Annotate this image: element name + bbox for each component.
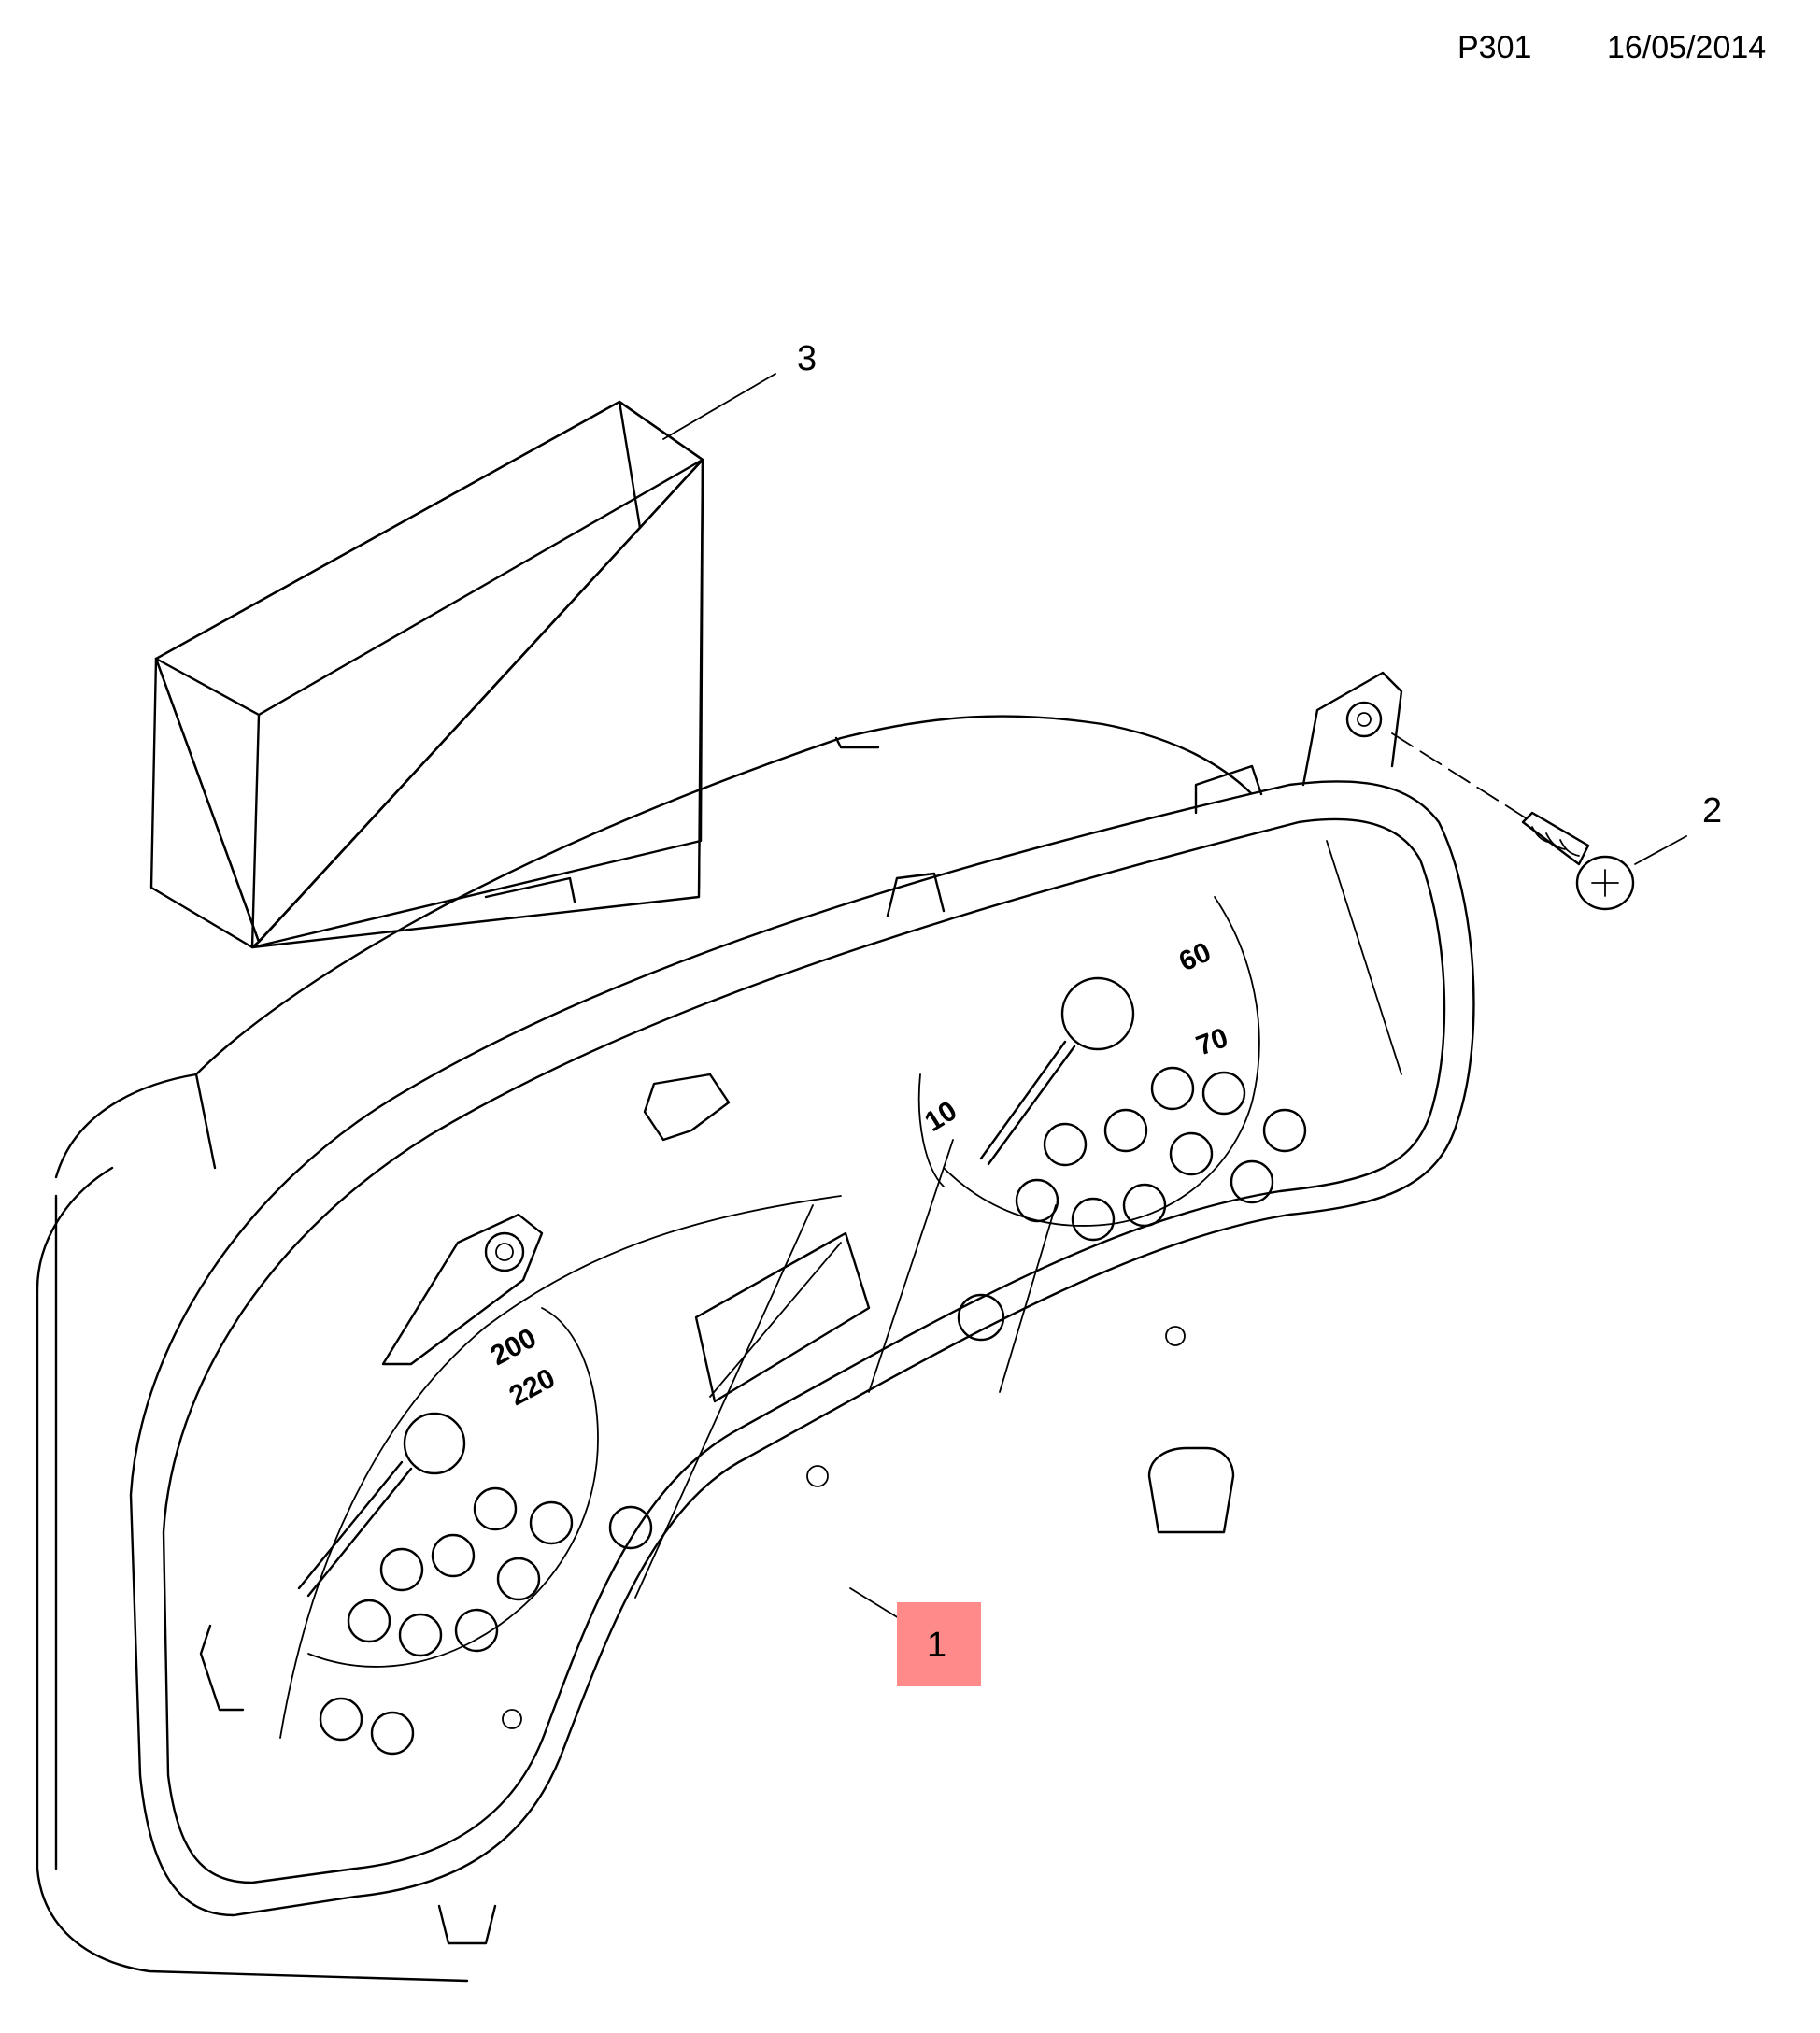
part-3-display-module [149, 400, 704, 949]
part-1-instrument-cluster [36, 671, 1475, 1983]
callout-leader-3 [662, 373, 776, 440]
callout-label-2: 2 [1702, 791, 1722, 831]
diagram-date: 16/05/2014 [1607, 30, 1766, 65]
callout-leader-2 [1634, 835, 1687, 865]
part-2-screw [1391, 732, 1635, 911]
page-code: P301 [1457, 30, 1531, 65]
callout-label-1: 1 [927, 1626, 946, 1665]
callout-highlight-box-1 [897, 1602, 981, 1686]
callout-label-3: 3 [797, 339, 817, 378]
